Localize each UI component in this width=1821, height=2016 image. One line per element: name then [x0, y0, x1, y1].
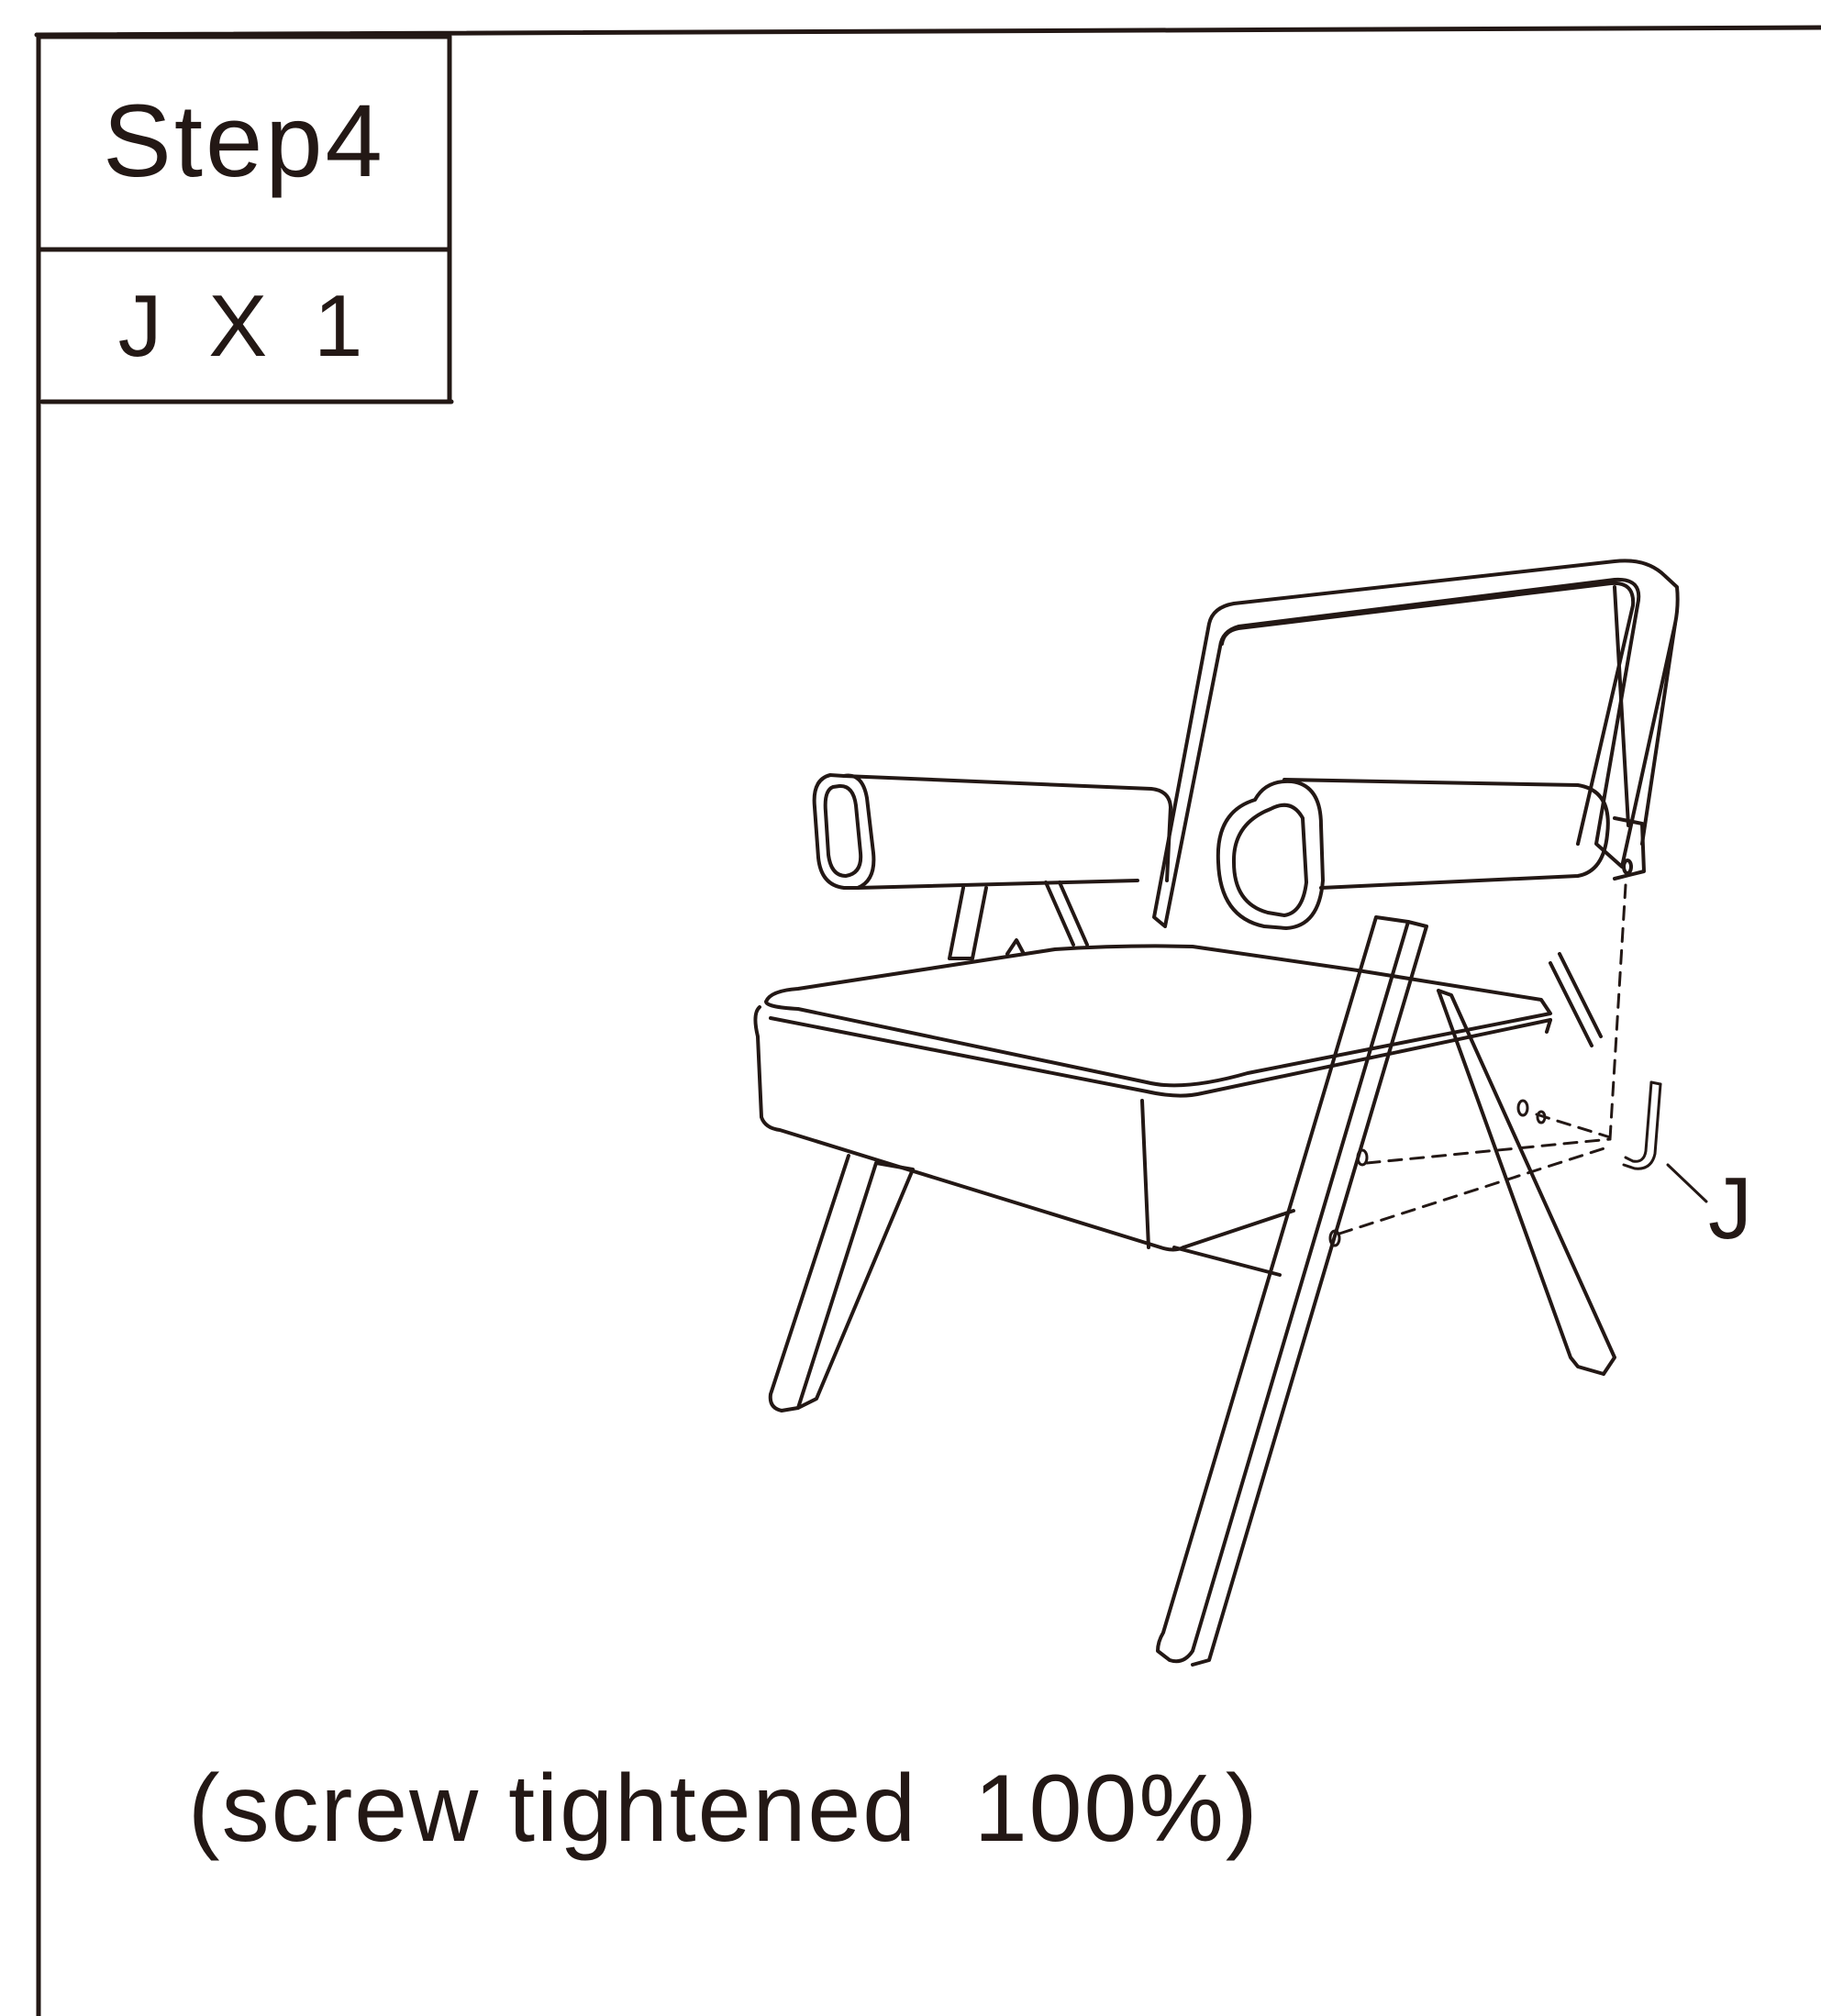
- instruction-caption: (screw tightened 100%): [188, 1756, 1260, 1862]
- part-quantity-box: J X 1: [42, 253, 450, 400]
- chair-right-armrest: [1216, 778, 1646, 930]
- step-title-box: Step4: [39, 37, 450, 246]
- part-leader-line: [1666, 1163, 1708, 1203]
- bolt-holes: [1328, 1099, 1547, 1247]
- chair-seat: [753, 944, 1552, 1277]
- part-quantity: J X 1: [117, 277, 374, 375]
- chair-front-leg: [1156, 915, 1616, 1667]
- assembly-guide-lines: [1338, 883, 1627, 1235]
- chair-illustration: [753, 559, 1708, 1667]
- allen-key-icon: [1622, 1080, 1662, 1170]
- chair-left-armrest: [812, 773, 1172, 890]
- chair-left-arm-supports: [948, 881, 1089, 960]
- page-frame: [34, 25, 1821, 2016]
- part-label-j: J: [1708, 1159, 1752, 1257]
- chair-backrest: [1152, 559, 1680, 928]
- step-header-frame: [36, 34, 454, 404]
- chair-rear-leg: [768, 1154, 915, 1412]
- step-title: Step4: [103, 83, 385, 198]
